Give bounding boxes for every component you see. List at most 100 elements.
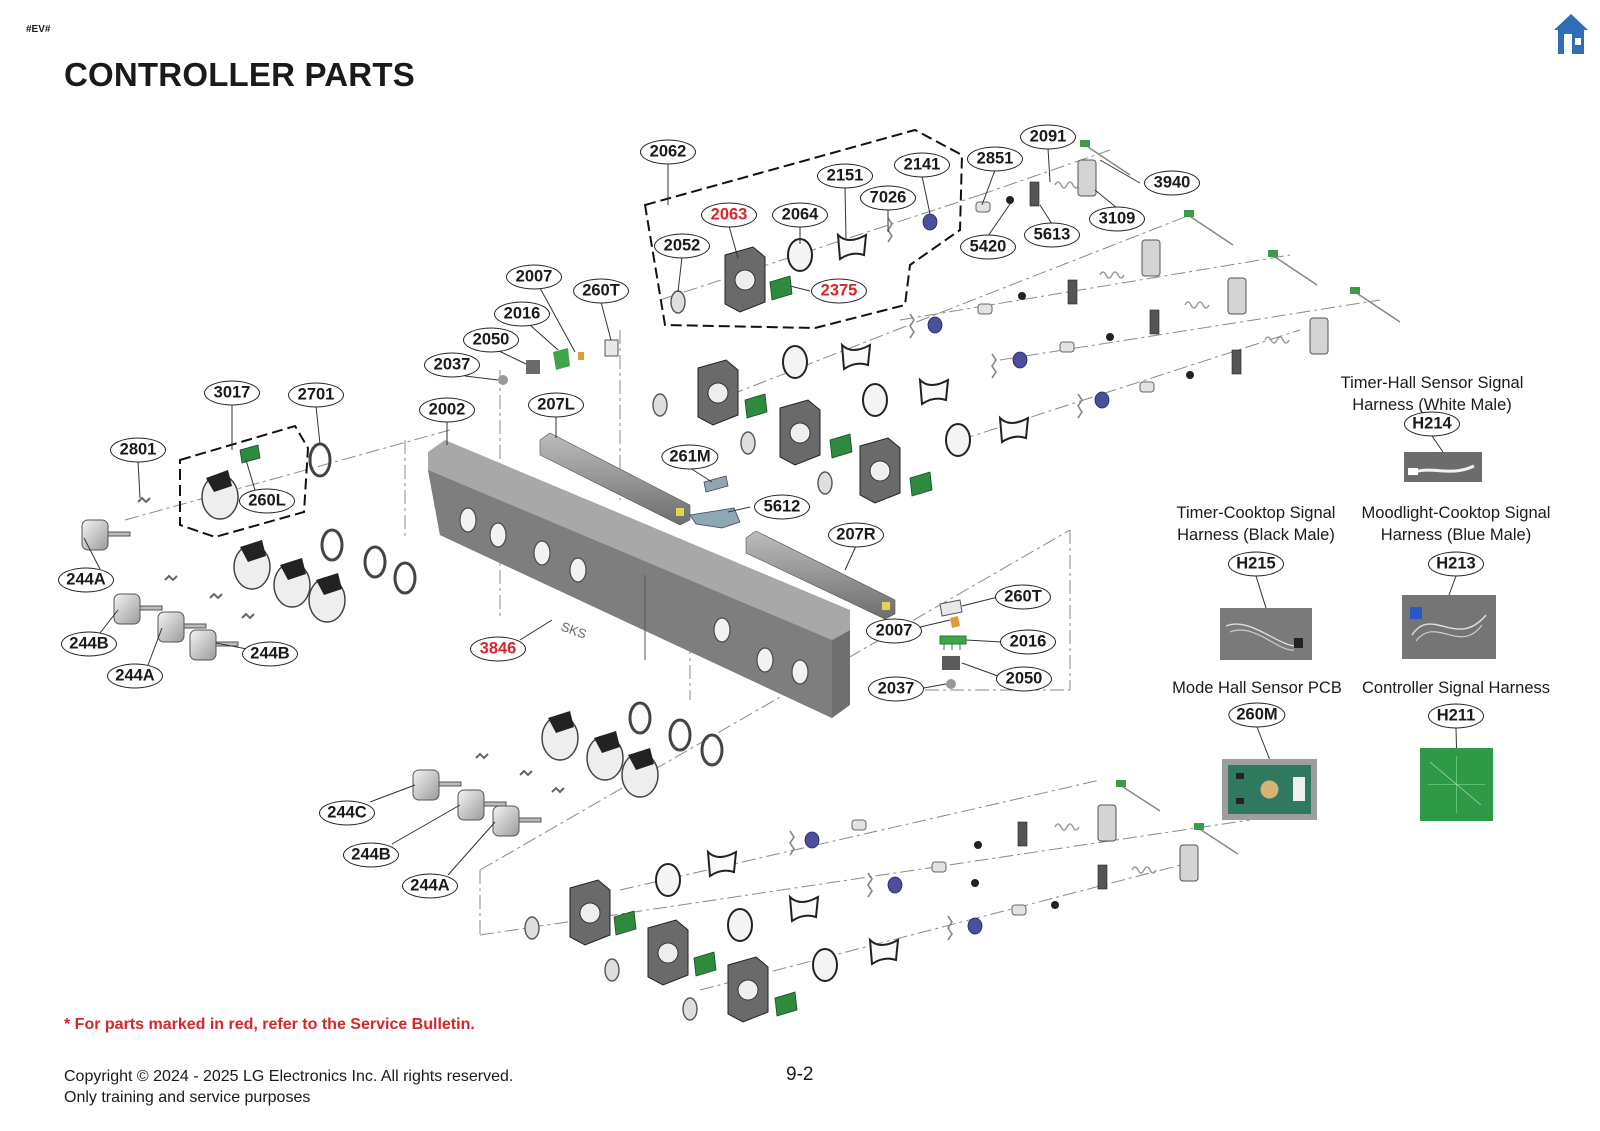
part-callout-2052: 2052	[654, 233, 710, 259]
part-callout-244a: 244A	[58, 567, 114, 593]
sub-part-leader	[1255, 575, 1267, 609]
caption-line: Harness (Black Male)	[1177, 526, 1335, 544]
sub-part-callout-h215: H215	[1228, 551, 1284, 577]
page-number: 9-2	[786, 1064, 814, 1085]
callout-leader	[147, 627, 163, 666]
caption-line: Timer-Hall Sensor Signal	[1340, 374, 1524, 392]
bracket-261m	[689, 475, 741, 529]
sub-part-photo-h211	[1420, 748, 1493, 821]
callout-leader	[498, 350, 527, 365]
caption-line: Moodlight-Cooktop Signal	[1361, 504, 1551, 522]
cylinders	[851, 201, 1155, 916]
callout-leader	[315, 405, 321, 445]
sub-part-leader	[1455, 727, 1457, 749]
part-callout-2801: 2801	[110, 437, 166, 463]
part-callout-3017: 3017	[204, 380, 260, 406]
part-callout-2851: 2851	[967, 146, 1023, 172]
part-callout-244b: 244B	[242, 641, 298, 667]
sub-part-photo-h214	[1404, 452, 1482, 482]
copyright-line: Copyright © 2024 - 2025 LG Electronics I…	[64, 1068, 514, 1085]
blue-shafts	[804, 213, 1110, 935]
callout-leader	[677, 256, 683, 293]
sub-part-leader	[1448, 575, 1457, 596]
callout-leader	[987, 203, 1011, 237]
callout-leader	[539, 287, 576, 353]
part-callout-2016: 2016	[494, 301, 550, 327]
part-callout-261m: 261M	[661, 444, 719, 470]
part-callout-5612: 5612	[754, 494, 810, 520]
document-tag: #EV#	[26, 24, 51, 35]
part-callout-2141: 2141	[894, 152, 950, 178]
sub-part-callout-h211: H211	[1428, 703, 1484, 729]
part-callout-2037: 2037	[868, 676, 924, 702]
sub-part-callout-h213: H213	[1428, 551, 1484, 577]
callout-leader	[789, 285, 811, 292]
sub-part-callout-260m: 260M	[1228, 702, 1286, 728]
part-callout-244b: 244B	[61, 631, 117, 657]
leader-lines	[83, 147, 1457, 876]
callout-leader	[965, 639, 1003, 643]
callout-leader	[83, 537, 101, 570]
part-callout-260t: 260T	[573, 278, 629, 304]
part-callout-2050: 2050	[996, 666, 1052, 692]
callout-leader	[464, 375, 499, 381]
part-callout-2007: 2007	[506, 264, 562, 290]
part-callout-260t: 260T	[995, 584, 1051, 610]
part-callout-7026: 7026	[860, 185, 916, 211]
group-2062-outline	[643, 128, 964, 330]
callout-leader	[137, 460, 141, 499]
panel-stamp: SKS	[559, 619, 589, 642]
caption-line: Harness (White Male)	[1352, 396, 1512, 414]
part-callout-207l: 207L	[528, 392, 584, 418]
cam-plates	[706, 232, 1030, 966]
part-callout-244a: 244A	[402, 873, 458, 899]
callout-leader	[99, 609, 119, 634]
detent-plates	[655, 238, 971, 982]
caption-line: Mode Hall Sensor PCB	[1172, 679, 1342, 697]
part-callout-2050: 2050	[463, 327, 519, 353]
callout-leader	[1094, 189, 1118, 209]
callout-leader	[981, 169, 996, 206]
callout-leader	[961, 662, 999, 677]
part-callout-260l: 260L	[239, 488, 295, 514]
part-callout-2037: 2037	[424, 352, 480, 378]
callout-leader	[1039, 204, 1053, 225]
sub-part-caption-260m: Mode Hall Sensor PCB	[1172, 677, 1342, 699]
sub-part-leader	[1256, 726, 1270, 760]
bushings	[524, 290, 833, 1021]
callout-leader	[391, 804, 461, 845]
callout-leader	[689, 467, 713, 483]
harness-wires	[1084, 144, 1401, 855]
sub-part-photo-260m	[1222, 759, 1317, 820]
small-pcbs	[239, 275, 933, 1017]
caption-line: Controller Signal Harness	[1361, 679, 1551, 697]
part-callout-3109: 3109	[1089, 206, 1145, 232]
callout-leader	[600, 301, 612, 341]
part-callout-244a: 244A	[107, 663, 163, 689]
callout-leader	[447, 821, 496, 876]
part-callout-5420: 5420	[960, 234, 1016, 260]
part-callout-3846: 3846	[470, 636, 526, 662]
caption-line: Harness (Blue Male)	[1380, 526, 1532, 544]
home-icon[interactable]	[1552, 12, 1590, 56]
callout-leader	[961, 596, 999, 607]
service-bulletin-note: * For parts marked in red, refer to the …	[64, 1016, 475, 1033]
callout-leader	[1099, 159, 1141, 184]
part-callout-244b: 244B	[343, 842, 399, 868]
rail-207l	[539, 432, 691, 526]
switch-brackets	[1017, 181, 1242, 890]
part-callout-244c: 244C	[319, 800, 375, 826]
part-callout-2091: 2091	[1020, 124, 1076, 150]
washers	[971, 196, 1194, 909]
usage-line: Only training and service purposes	[64, 1089, 311, 1106]
coil-springs	[1054, 181, 1290, 874]
part-callout-2002: 2002	[419, 397, 475, 423]
sensor-parts-upper	[498, 339, 619, 385]
small-fasteners	[137, 496, 565, 794]
knobs	[81, 519, 542, 837]
part-callout-2062: 2062	[640, 139, 696, 165]
harness-plugs	[1080, 140, 1360, 830]
